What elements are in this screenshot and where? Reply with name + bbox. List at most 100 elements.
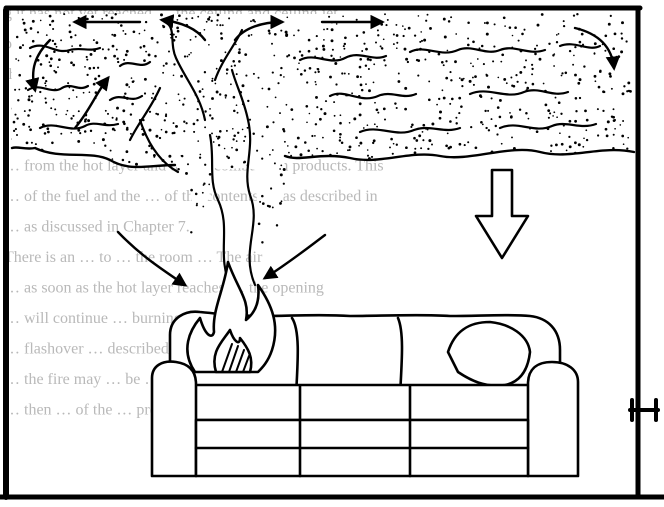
smoke-particle [70,61,73,64]
smoke-particle [108,48,110,50]
smoke-particle [574,74,577,77]
smoke-particle [427,148,429,150]
smoke-particle [324,112,327,115]
smoke-particle [31,100,33,102]
smoke-particle [424,59,426,61]
smoke-particle [359,113,362,116]
smoke-particle [218,144,220,146]
smoke-particle [120,24,123,27]
smoke-particle [37,31,39,33]
smoke-particle [572,64,574,66]
smoke-particle [594,42,597,45]
sofa-left-arm [152,362,196,476]
smoke-particle [613,134,615,136]
smoke-particle [270,187,272,189]
smoke-particle [209,114,211,116]
smoke-particle [339,136,341,138]
smoke-particle [238,51,241,54]
smoke-particle [29,55,31,57]
smoke-particle [331,39,334,42]
smoke-particle [65,114,67,116]
smoke-particle [444,36,447,39]
smoke-particle [152,93,154,95]
smoke-particle [40,20,42,22]
smoke-particle [163,65,165,67]
smoke-particle [262,202,265,205]
smoke-particle [339,122,342,125]
smoke-particle [322,45,325,48]
smoke-particle [342,15,344,17]
smoke-particle [268,32,270,34]
smoke-particle [606,135,609,138]
smoke-particle [349,122,351,124]
smoke-particle [267,205,269,207]
smoke-particle [251,34,253,36]
smoke-particle [67,110,69,112]
smoke-particle [420,31,422,33]
smoke-particle [258,77,260,79]
smoke-particle [470,126,472,128]
smoke-particle [439,111,442,114]
smoke-particle [506,82,508,84]
smoke-particle [144,30,146,32]
smoke-particle [602,110,604,112]
smoke-particle [122,159,125,162]
smoke-particle [410,126,412,128]
smoke-particle [376,126,378,128]
smoke-particle [77,140,80,143]
smoke-particle [44,82,46,84]
smoke-particle [429,27,432,30]
smoke-particle [605,128,608,131]
smoke-particle [326,28,328,30]
smoke-particle [316,106,318,108]
smoke-particle [365,83,367,85]
smoke-particle [519,109,521,111]
smoke-particle [584,110,587,113]
smoke-particle [199,154,201,156]
smoke-particle [363,127,365,129]
smoke-particle [628,90,630,92]
smoke-particle [532,83,535,86]
smoke-particle [414,34,416,36]
smoke-particle [367,155,369,157]
smoke-particle [381,47,384,50]
smoke-particle [297,137,300,140]
smoke-particle [28,98,31,101]
smoke-particle [569,145,572,148]
smoke-particle [279,168,281,170]
smoke-particle [286,55,288,57]
smoke-particle [594,75,597,78]
smoke-particle [541,13,544,16]
smoke-particle [204,71,206,73]
smoke-particle [555,97,557,99]
smoke-particle [396,47,398,49]
smoke-particle [536,130,539,133]
smoke-particle [14,114,16,116]
smoke-particle [297,29,299,31]
smoke-particle [122,30,124,32]
smoke-particle [151,37,154,40]
smoke-particle [582,146,584,148]
smoke-particle [325,100,327,102]
smoke-particle [243,140,245,142]
smoke-particle [543,83,545,85]
smoke-particle [344,73,346,75]
smoke-particle [525,59,527,61]
smoke-particle [70,36,73,39]
smoke-particle [165,62,168,65]
smoke-particle [135,163,138,166]
smoke-particle [273,55,275,57]
smoke-particle [178,93,180,95]
smoke-particle [574,141,577,144]
smoke-particle [131,77,133,79]
smoke-particle [549,112,551,114]
smoke-particle [225,94,228,97]
smoke-particle [182,103,184,105]
smoke-particle [175,36,177,38]
smoke-particle [585,129,587,131]
smoke-particle [195,193,198,196]
smoke-particle [318,71,320,73]
smoke-particle [467,21,470,24]
smoke-particle [197,16,199,18]
smoke-particle [50,57,53,60]
